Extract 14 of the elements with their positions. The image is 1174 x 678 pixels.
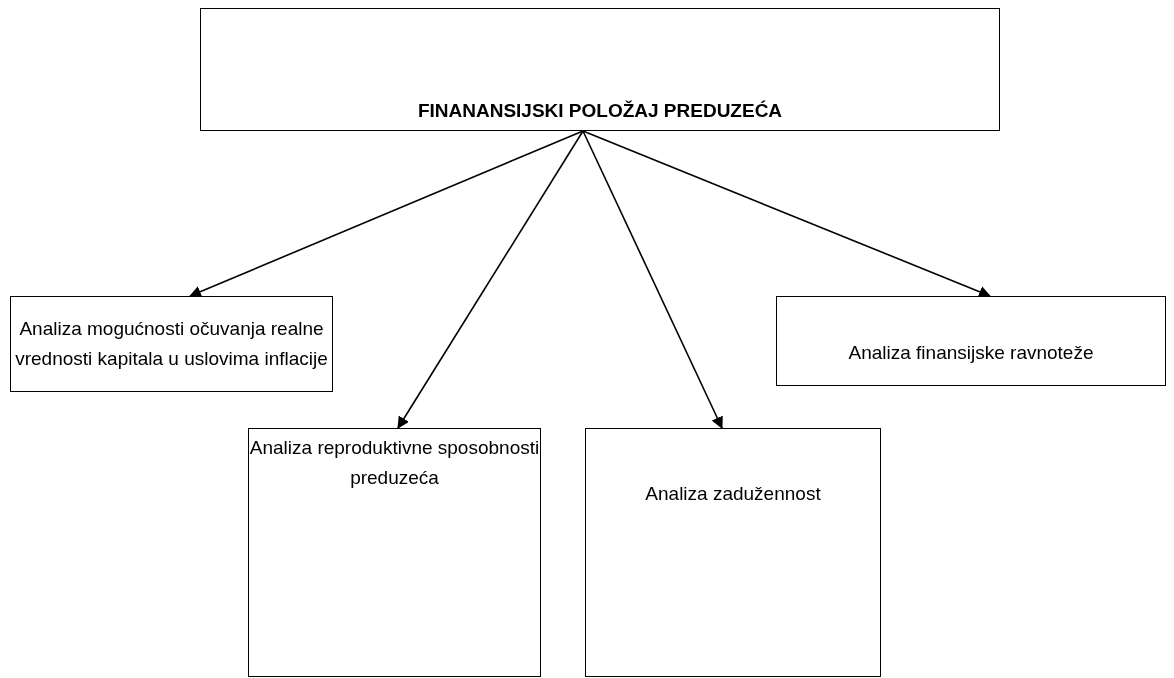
arrow (189, 130, 584, 298)
box-text: Analiza finansijske ravnoteže (848, 341, 1094, 365)
process-box (585, 428, 881, 677)
process-box (776, 296, 1166, 386)
process-box (248, 428, 541, 677)
box-text: Analiza mogućnosti očuvanja realne vrednosti kapitala u uslovima inflacije (14, 317, 329, 371)
arrow (397, 130, 584, 429)
arrow (582, 130, 991, 298)
arrow (582, 130, 723, 429)
box-text: Analiza zadužennost (645, 482, 821, 506)
box-text: Analiza reproduktivne sposobnosti preduzeća (249, 436, 540, 490)
process-box (10, 296, 333, 392)
title-box (200, 8, 1000, 131)
title-text: FINANANSIJSKI POLOŽAJ PREDUZEĆA (417, 99, 783, 123)
